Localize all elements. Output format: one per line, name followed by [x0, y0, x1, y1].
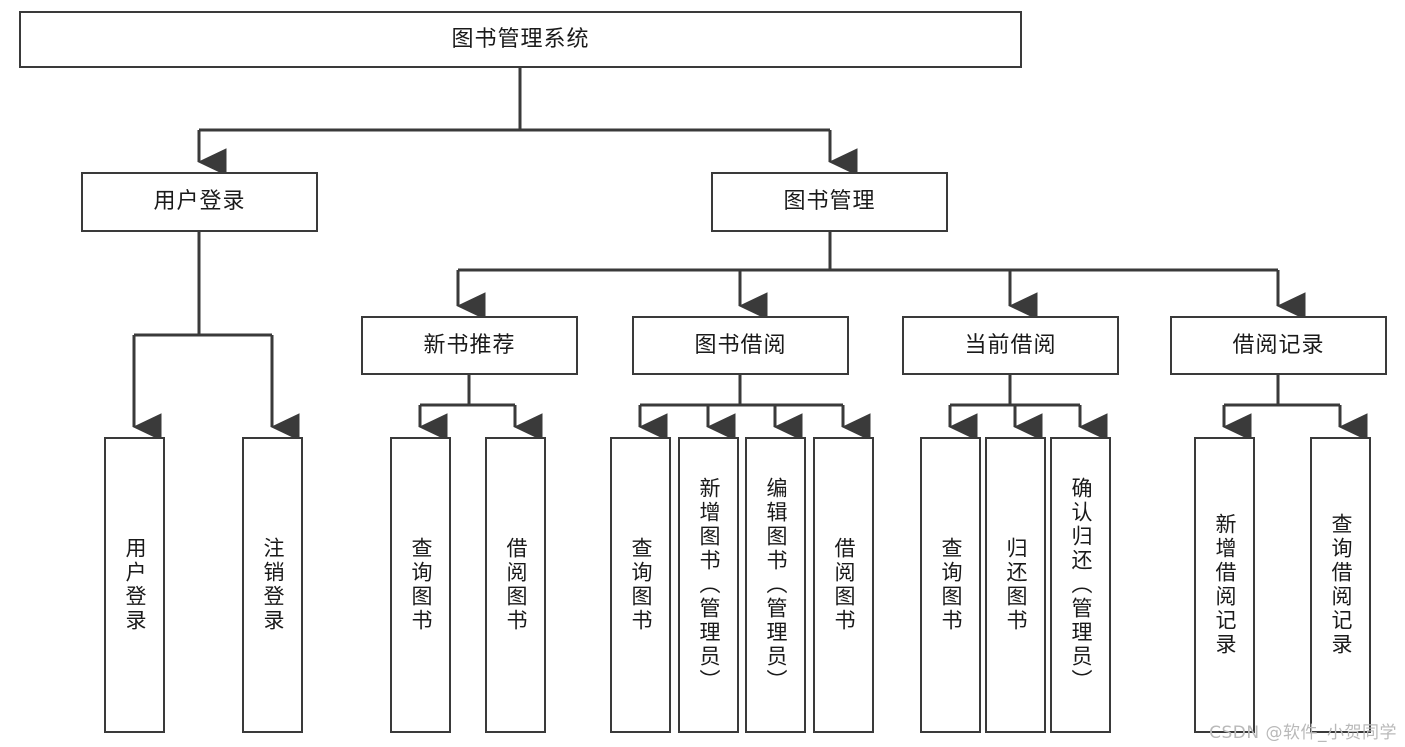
node-leaf-query-book-2-label: 查询图书 [629, 537, 653, 633]
node-leaf-query-record[interactable]: 查询借阅记录 [1310, 437, 1371, 733]
node-leaf-borrow-book-1-label: 借阅图书 [504, 537, 528, 633]
node-leaf-edit-book-label: 编辑图书（管理员） [764, 477, 788, 693]
node-user-login[interactable]: 用户登录 [81, 172, 318, 232]
node-current-borrow-label: 当前借阅 [964, 332, 1057, 358]
node-leaf-add-record[interactable]: 新增借阅记录 [1194, 437, 1255, 733]
node-book-management-label: 图书管理 [783, 189, 876, 215]
node-user-login-label: 用户登录 [153, 189, 246, 215]
node-leaf-return-book-label: 归还图书 [1004, 537, 1028, 633]
node-root[interactable]: 图书管理系统 [19, 11, 1022, 68]
node-borrow-record-label: 借阅记录 [1232, 332, 1325, 358]
node-current-borrow[interactable]: 当前借阅 [902, 316, 1119, 375]
node-book-borrow[interactable]: 图书借阅 [632, 316, 849, 375]
node-leaf-query-book-3[interactable]: 查询图书 [920, 437, 981, 733]
node-new-book-recommend-label: 新书推荐 [423, 332, 516, 358]
node-leaf-borrow-book-2[interactable]: 借阅图书 [813, 437, 874, 733]
node-leaf-logout-label: 注销登录 [261, 537, 285, 633]
node-leaf-user-login[interactable]: 用户登录 [104, 437, 165, 733]
watermark: CSDN @软件_小贺同学 [1209, 723, 1397, 743]
node-leaf-add-record-label: 新增借阅记录 [1213, 513, 1237, 657]
node-leaf-confirm-return[interactable]: 确认归还（管理员） [1050, 437, 1111, 733]
node-leaf-borrow-book-1[interactable]: 借阅图书 [485, 437, 546, 733]
node-leaf-user-login-label: 用户登录 [123, 537, 147, 633]
node-leaf-query-book-1[interactable]: 查询图书 [390, 437, 451, 733]
node-leaf-logout[interactable]: 注销登录 [242, 437, 303, 733]
node-new-book-recommend[interactable]: 新书推荐 [361, 316, 578, 375]
node-leaf-query-book-1-label: 查询图书 [409, 537, 433, 633]
node-leaf-confirm-return-label: 确认归还（管理员） [1069, 477, 1093, 693]
node-book-management[interactable]: 图书管理 [711, 172, 948, 232]
node-leaf-add-book-label: 新增图书（管理员） [697, 477, 721, 693]
node-leaf-edit-book[interactable]: 编辑图书（管理员） [745, 437, 806, 733]
node-book-borrow-label: 图书借阅 [694, 332, 787, 358]
node-leaf-return-book[interactable]: 归还图书 [985, 437, 1046, 733]
node-root-label: 图书管理系统 [451, 26, 590, 52]
node-leaf-query-book-3-label: 查询图书 [939, 537, 963, 633]
node-leaf-query-book-2[interactable]: 查询图书 [610, 437, 671, 733]
node-leaf-borrow-book-2-label: 借阅图书 [832, 537, 856, 633]
node-borrow-record[interactable]: 借阅记录 [1170, 316, 1387, 375]
node-leaf-query-record-label: 查询借阅记录 [1329, 513, 1353, 657]
node-leaf-add-book[interactable]: 新增图书（管理员） [678, 437, 739, 733]
